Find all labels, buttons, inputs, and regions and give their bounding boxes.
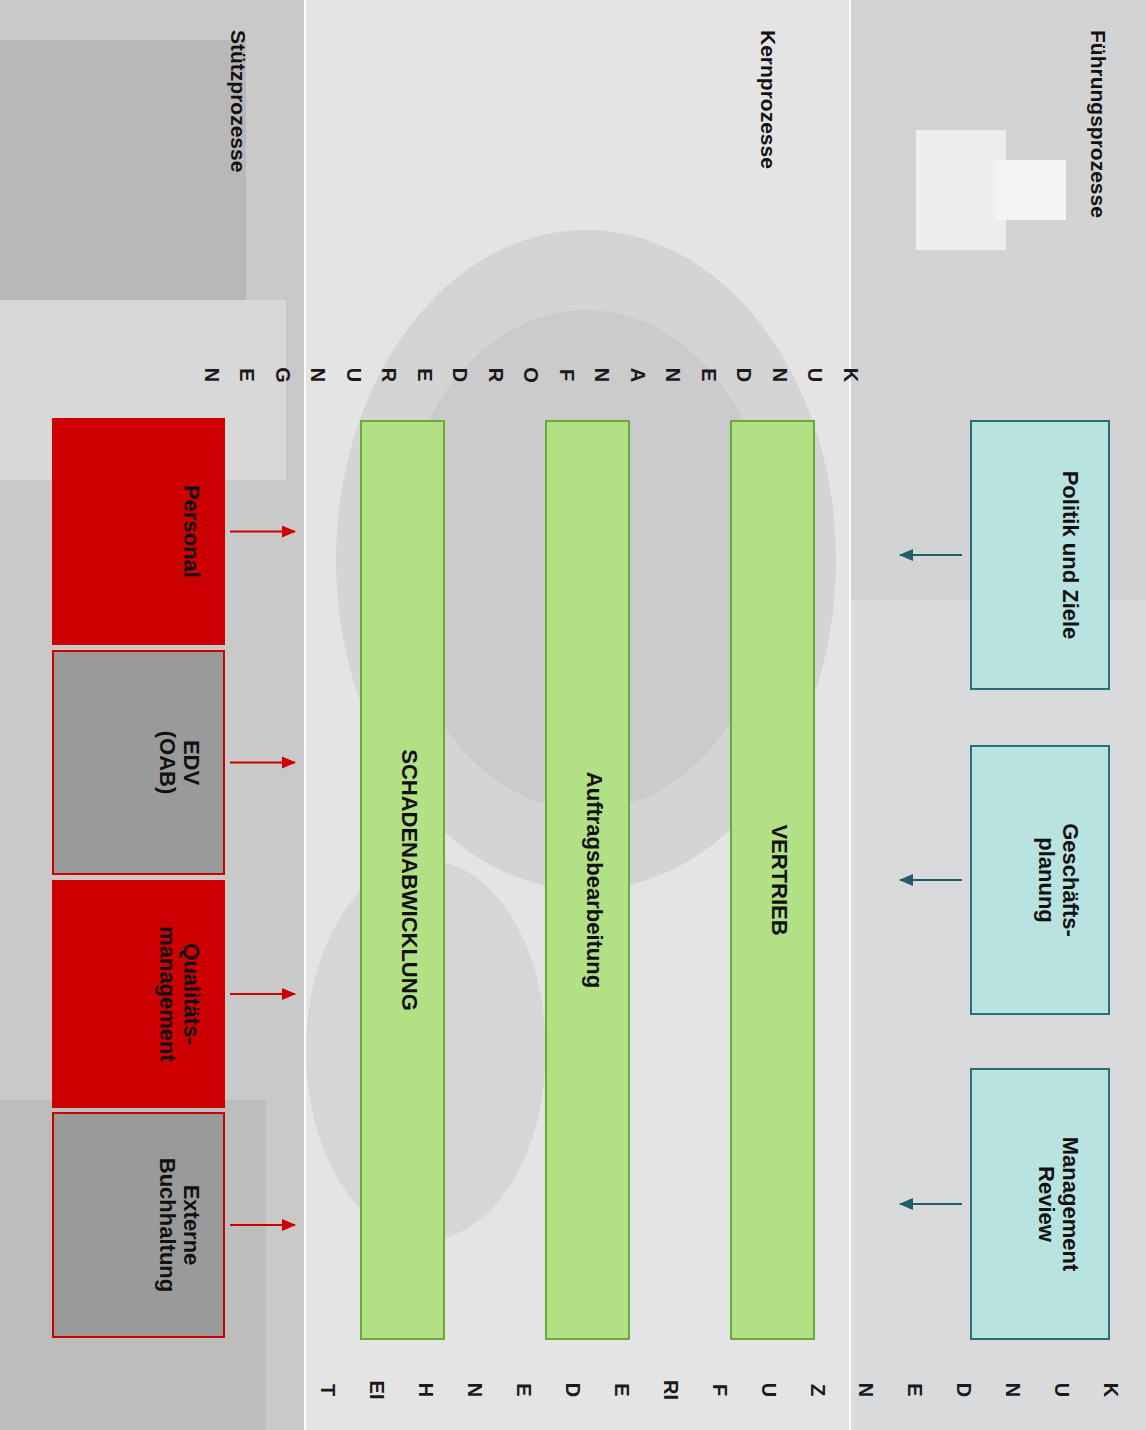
band-title: Führungsprozesse [1086, 30, 1110, 218]
flow-arrow [230, 531, 295, 533]
process-box: Personal [52, 418, 225, 645]
band-title: Kernprozesse [756, 30, 780, 169]
process-label: SCHADENABWICKLUNG [396, 749, 420, 1011]
flow-arrow [900, 879, 962, 881]
process-label: Qualitäts- management [155, 904, 203, 1084]
process-box: Auftragsbearbeitung [545, 420, 630, 1340]
process-box: SCHADENABWICKLUNG [360, 420, 445, 1340]
process-band: StützprozessePersonalEDV (OAB) Qualitäts-… [0, 0, 305, 1430]
process-label: Auftragsbearbeitung [581, 772, 605, 988]
side-lettering: KUNDENZUFRIEDENHEIT [304, 1380, 1135, 1400]
process-label: Politik und Ziele [1058, 471, 1082, 640]
flow-arrow [900, 1203, 962, 1205]
process-label: VERTRIEB [766, 824, 790, 935]
flow-arrow [230, 993, 295, 995]
process-box: Externe Buchhaltung [52, 1112, 225, 1338]
process-band: KernprozesseVERTRIEB Auftragsbearbeitung S… [305, 0, 850, 1430]
process-label: Management Review [1034, 1119, 1082, 1289]
process-box: EDV (OAB) [52, 650, 225, 875]
process-box: Politik und Ziele [970, 420, 1110, 690]
process-label: Geschäfts- planung [1034, 810, 1082, 950]
process-box: VERTRIEB [730, 420, 815, 1340]
process-label: EDV (OAB) [155, 723, 203, 803]
process-label: Personal [179, 485, 203, 578]
process-band: FührungsprozessePolitik und ZieleGeschäf… [850, 0, 1146, 1430]
process-box: Qualitäts- management [52, 880, 225, 1108]
flow-arrow [900, 554, 962, 556]
flow-arrow [230, 1224, 295, 1226]
band-title: Stützprozesse [226, 30, 250, 172]
process-label: Externe Buchhaltung [155, 1145, 203, 1305]
flow-arrow [230, 762, 295, 764]
process-box: Management Review [970, 1068, 1110, 1340]
process-box: Geschäfts- planung [970, 745, 1110, 1015]
side-lettering: KUNDENANFORDERUNGEN [194, 365, 869, 385]
